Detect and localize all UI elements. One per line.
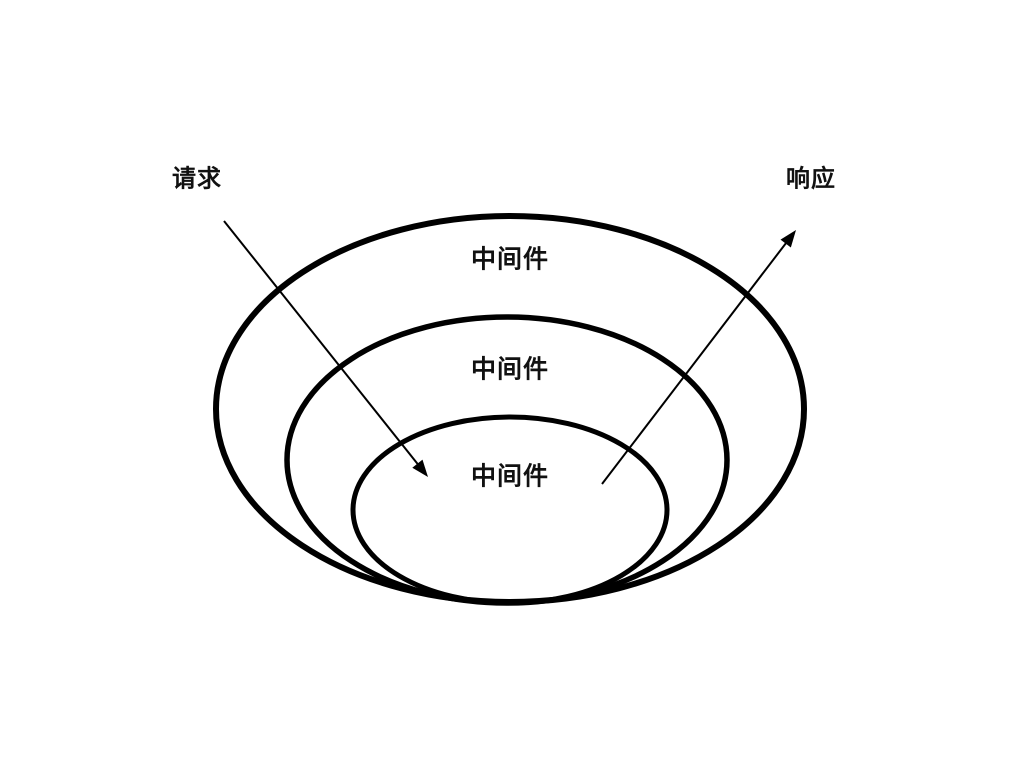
response-label: 响应	[786, 164, 836, 192]
ring-label-outer: 中间件	[471, 246, 549, 274]
response-arrow	[601, 230, 796, 485]
request-arrow	[223, 220, 428, 477]
response-arrow-head	[780, 230, 796, 248]
request-arrow-head	[412, 459, 428, 477]
response-arrow-shaft	[601, 238, 791, 485]
request-label: 请求	[172, 165, 222, 192]
ring-label-inner: 中间件	[471, 463, 549, 491]
onion-ring-inner	[350, 414, 670, 606]
ring-label-middle: 中间件	[471, 356, 549, 384]
request-arrow-shaft	[223, 220, 422, 470]
